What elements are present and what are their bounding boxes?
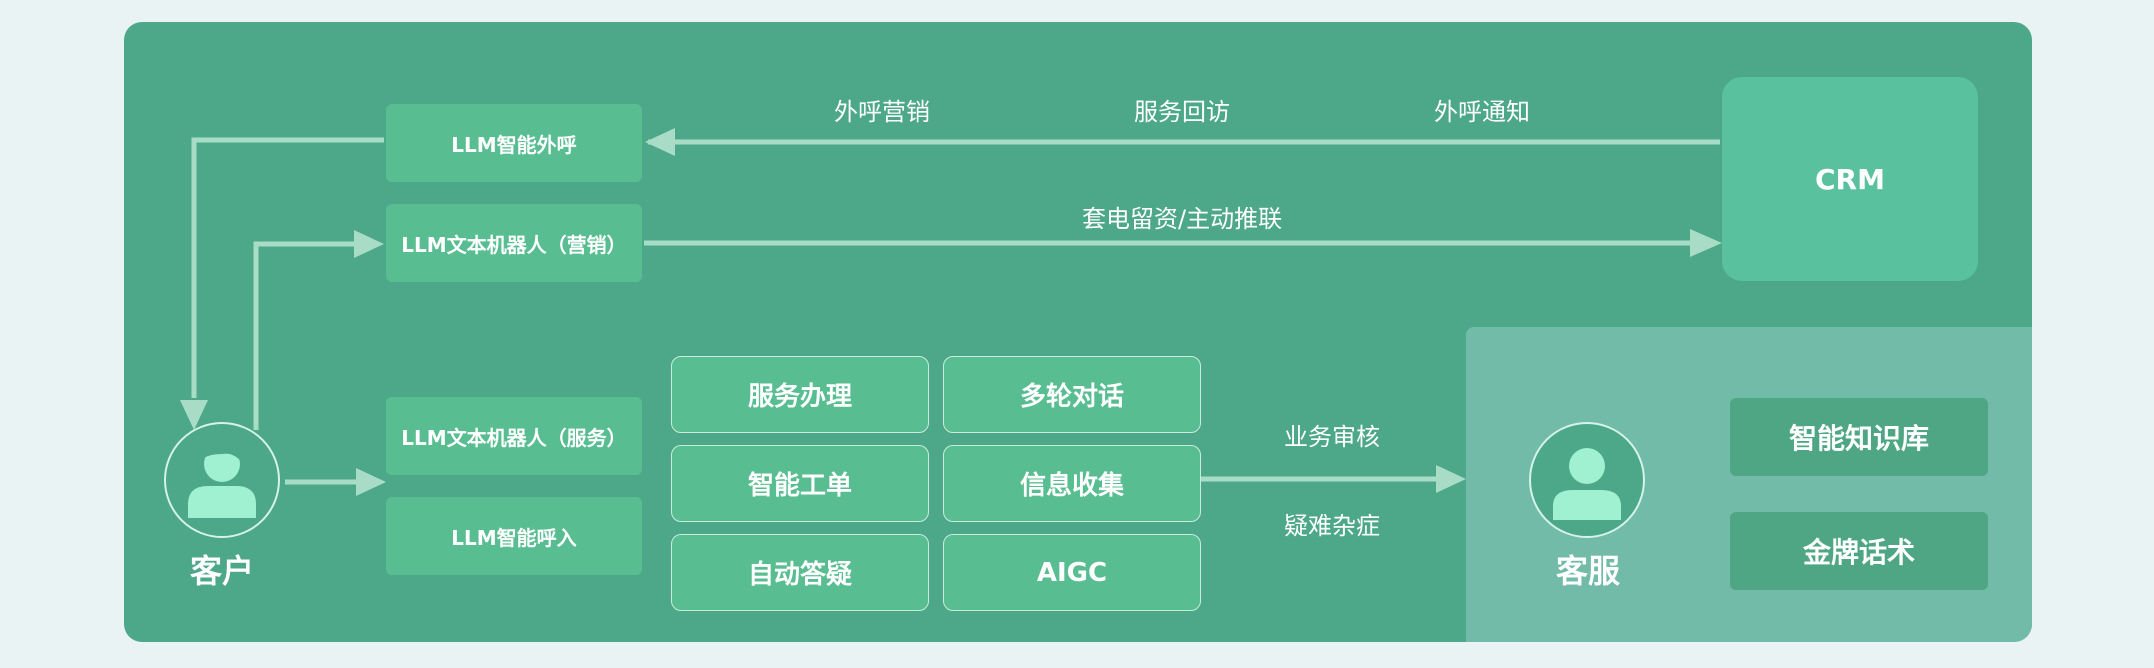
capability-item: 信息收集 (943, 445, 1201, 522)
node-llm-text-bot-marketing-label: LLM文本机器人（营销） (401, 232, 627, 257)
flow-label-difficult-issues: 疑难杂症 (1284, 512, 1380, 540)
arrow-head-service-bot (356, 468, 386, 496)
node-llm-outbound-call: LLM智能外呼 (386, 104, 642, 182)
capability-label: 多轮对话 (1019, 382, 1124, 412)
tool-golden-scripts: 金牌话术 (1730, 512, 1988, 590)
capability-item: AIGC (943, 534, 1201, 611)
flow-label-service-revisit: 服务回访 (1134, 98, 1230, 126)
node-llm-text-bot-service: LLM文本机器人（服务） (386, 397, 642, 475)
capability-label: 服务办理 (747, 382, 852, 412)
capability-label: 自动答疑 (747, 560, 852, 590)
customer-label: 客户 (190, 552, 255, 590)
agent-label: 客服 (1556, 552, 1621, 590)
node-llm-outbound-call-label: LLM智能外呼 (451, 132, 577, 157)
node-llm-text-bot-service-label: LLM文本机器人（服务） (401, 425, 627, 450)
arrow-head-marketing-bot (354, 230, 384, 258)
capability-label: 信息收集 (1019, 471, 1124, 501)
arrow-head-customer (180, 400, 208, 430)
node-llm-inbound-call: LLM智能呼入 (386, 497, 642, 575)
arrow-head-outbound (645, 128, 675, 156)
capability-item: 自动答疑 (671, 534, 929, 611)
capability-label: 智能工单 (747, 471, 852, 501)
customer-avatar (164, 422, 280, 538)
flow-label-outbound-marketing: 外呼营销 (834, 98, 930, 126)
arrow-head-agent (1436, 465, 1466, 493)
capability-item: 智能工单 (671, 445, 929, 522)
user-icon (188, 443, 256, 518)
flow-label-marketing-push: 套电留资/主动推联 (1082, 205, 1283, 233)
flow-label-outbound-notice: 外呼通知 (1434, 98, 1530, 126)
headset-agent-icon (1553, 437, 1621, 520)
arrow-customer-to-marketing-bot (253, 241, 356, 430)
node-crm-label: CRM (1815, 162, 1885, 196)
node-llm-inbound-call-label: LLM智能呼入 (451, 525, 577, 550)
capability-item: 服务办理 (671, 356, 929, 433)
tool-knowledge-base-label: 智能知识库 (1788, 422, 1929, 455)
capability-label: AIGC (1036, 557, 1108, 588)
node-llm-text-bot-marketing: LLM文本机器人（营销） (386, 204, 642, 282)
tool-knowledge-base: 智能知识库 (1730, 398, 1988, 476)
arrow-outbound-to-customer (191, 137, 384, 398)
node-crm: CRM (1722, 77, 1978, 281)
agent-avatar (1529, 422, 1645, 538)
flow-label-business-review: 业务审核 (1284, 423, 1380, 451)
capability-item: 多轮对话 (943, 356, 1201, 433)
tool-golden-scripts-label: 金牌话术 (1802, 536, 1915, 569)
arrow-head-crm (1690, 229, 1722, 257)
